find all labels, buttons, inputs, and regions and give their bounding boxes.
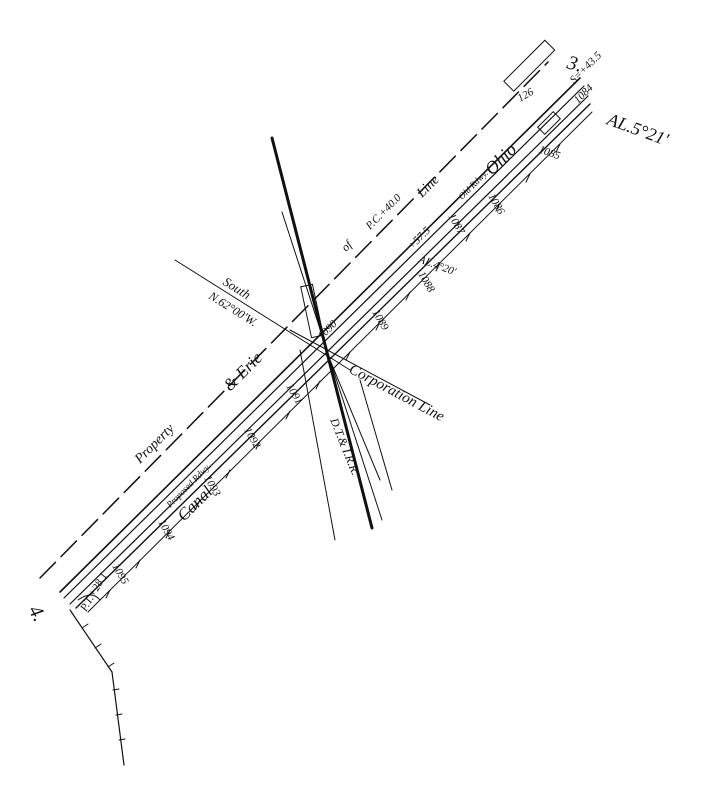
property-line-word-of: of [338, 236, 356, 254]
station-1095: 1095 [109, 562, 131, 587]
tail-line-ticks [81, 623, 126, 741]
branch-line-1 [299, 349, 336, 541]
station-1091: 1091 [283, 382, 304, 407]
station-1094: 1094 [155, 518, 177, 543]
corporation-line [289, 329, 431, 406]
lot-126-label: 126 [516, 86, 537, 105]
property-line-word-line: Line [414, 173, 443, 202]
tail-line [69, 609, 125, 766]
curve-arc [77, 594, 101, 601]
south-survey-line [174, 259, 351, 371]
proposed-row-ticks [105, 143, 561, 599]
road-edge-line-1 [59, 77, 581, 593]
branch-line-2 [329, 359, 381, 481]
point-four-label: 4. [24, 602, 51, 626]
railroad-line [270, 136, 374, 530]
top-right-box [503, 39, 556, 92]
branch-line-3 [359, 379, 393, 491]
small-box-2 [300, 283, 324, 339]
station-1088: 1088 [415, 270, 437, 295]
road-edge-line-4 [75, 103, 591, 609]
station-1092: 1092 [241, 426, 263, 451]
point-three-label: 3. [564, 51, 585, 76]
property-line-dashed [39, 61, 549, 579]
road-edge-line-3 [69, 95, 589, 605]
station-mid-label: P.C.+40.0 [363, 192, 404, 233]
corporation-line-label: Corporation Line [346, 361, 447, 425]
small-box-1 [536, 110, 562, 136]
al-top-label: AL.5°21' [604, 109, 673, 150]
proposed-row-line [87, 111, 593, 613]
